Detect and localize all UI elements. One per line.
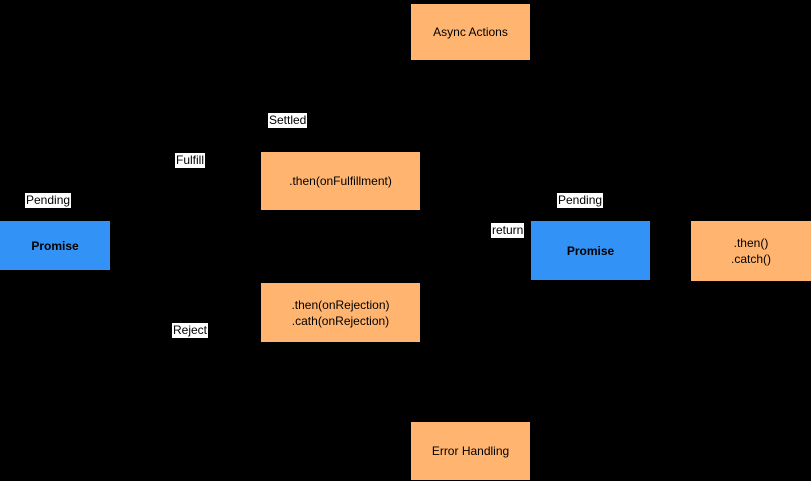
edge-label-settled: Settled bbox=[268, 113, 308, 128]
node-then-onfulfillment-label: .then(onFulfillment) bbox=[289, 174, 392, 188]
node-then-catch[interactable]: .then() .catch() bbox=[691, 221, 811, 281]
node-async-actions[interactable]: Async Actions bbox=[411, 4, 530, 60]
node-then-catch-label: .then() .catch() bbox=[730, 236, 771, 266]
edge-label-pending-left: Pending bbox=[25, 193, 72, 208]
node-promise-left-label: Promise bbox=[31, 238, 79, 253]
node-error-handling[interactable]: Error Handling bbox=[411, 422, 530, 480]
node-promise-right-label: Promise bbox=[566, 243, 615, 258]
edge-label-return: return bbox=[491, 223, 525, 238]
node-promise-right[interactable]: Promise bbox=[531, 221, 650, 280]
edge-label-fulfill: Fulfill bbox=[175, 153, 206, 168]
edge-label-reject: Reject bbox=[172, 323, 209, 338]
edge-label-pending-right: Pending bbox=[557, 193, 604, 208]
node-promise-left[interactable]: Promise bbox=[0, 221, 110, 270]
node-then-onrejection-label: .then(onRejection) .cath(onRejection) bbox=[291, 297, 390, 328]
node-then-onfulfillment[interactable]: .then(onFulfillment) bbox=[261, 152, 420, 210]
node-error-handling-label: Error Handling bbox=[431, 444, 510, 458]
node-then-onrejection[interactable]: .then(onRejection) .cath(onRejection) bbox=[261, 283, 420, 342]
node-async-actions-label: Async Actions bbox=[433, 25, 508, 39]
